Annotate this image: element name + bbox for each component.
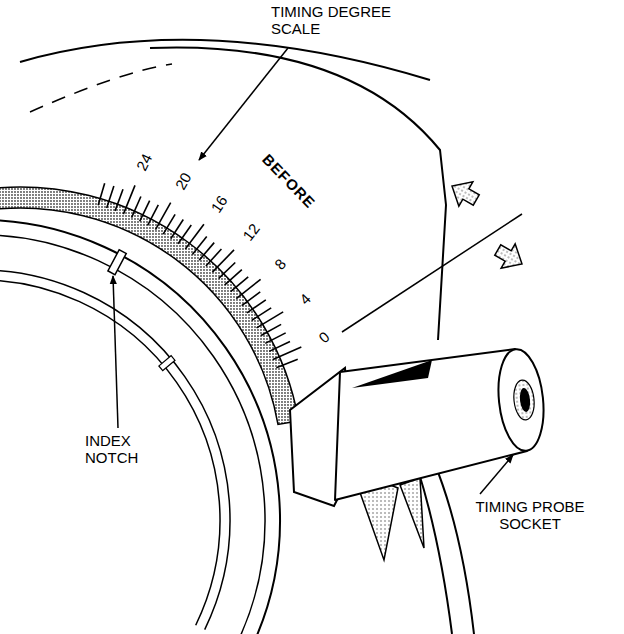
tick-mark xyxy=(261,324,281,335)
pulley-rim xyxy=(0,270,230,630)
rim-notch xyxy=(159,356,175,371)
tick-mark xyxy=(231,277,249,292)
socket-bore-ring xyxy=(512,379,536,421)
scale-number: 8 xyxy=(270,254,290,273)
tick-mark xyxy=(132,197,141,218)
timing-scale-ticks xyxy=(98,183,301,367)
scale-number: 4 xyxy=(295,289,314,308)
socket-bore xyxy=(519,388,531,413)
index-notch-slot xyxy=(108,250,126,275)
tick-mark xyxy=(212,250,234,272)
part-label: TIMING PROBE SOCKET xyxy=(462,498,598,532)
tick-mark xyxy=(265,333,285,344)
tick-mark xyxy=(199,243,214,260)
tick-mark xyxy=(115,189,123,211)
tick-mark xyxy=(219,262,236,278)
damper-pulley xyxy=(0,220,280,634)
direction-arrow xyxy=(445,174,483,212)
part-label: TIMING DEGREE SCALE xyxy=(270,3,404,37)
socket-fin xyxy=(400,478,424,548)
housing-outline xyxy=(434,462,474,634)
scale-number: 0 xyxy=(315,327,334,347)
scale-ledge xyxy=(0,187,299,425)
tick-mark xyxy=(178,225,191,244)
tick-mark xyxy=(206,249,221,266)
reference-line xyxy=(342,214,522,332)
leader-line xyxy=(199,48,288,160)
tick-mark xyxy=(171,220,184,239)
scale-plate-edge xyxy=(150,47,446,340)
scale-legend: BEFORE xyxy=(258,150,319,213)
tick-mark xyxy=(273,347,301,359)
pulley-rim xyxy=(0,280,220,625)
tick-mark xyxy=(107,186,114,208)
leader-line xyxy=(113,276,118,428)
socket-body xyxy=(335,349,527,500)
tick-mark xyxy=(192,236,206,254)
housing-hidden-edge xyxy=(30,64,172,112)
scale-number: 12 xyxy=(239,219,264,244)
tick-mark xyxy=(225,270,242,285)
tick-mark xyxy=(269,342,290,352)
tick-mark xyxy=(247,300,266,313)
tick-mark xyxy=(242,292,260,306)
tick-mark xyxy=(185,224,204,249)
direction-arrow xyxy=(491,238,529,276)
socket-end-face xyxy=(494,347,548,453)
tick-mark xyxy=(276,359,297,368)
rim-notch-slot xyxy=(159,356,175,371)
index-notch xyxy=(108,250,126,275)
tick-mark xyxy=(140,201,150,222)
pulley-rim xyxy=(0,220,280,634)
tick-mark xyxy=(123,185,135,214)
scale-number: 16 xyxy=(207,192,231,217)
tick-mark xyxy=(252,308,271,320)
socket-shadow xyxy=(352,360,432,388)
housing-outline xyxy=(418,470,452,634)
housing-outline xyxy=(20,40,430,80)
tick-mark xyxy=(163,214,175,234)
part-label: INDEX NOTCH xyxy=(84,432,156,466)
tick-mark xyxy=(148,205,159,225)
tick-mark xyxy=(98,183,105,205)
scale-number: 20 xyxy=(171,168,195,193)
scale-number: 24 xyxy=(133,150,156,174)
tick-mark xyxy=(236,279,260,298)
leader-line xyxy=(480,455,513,494)
